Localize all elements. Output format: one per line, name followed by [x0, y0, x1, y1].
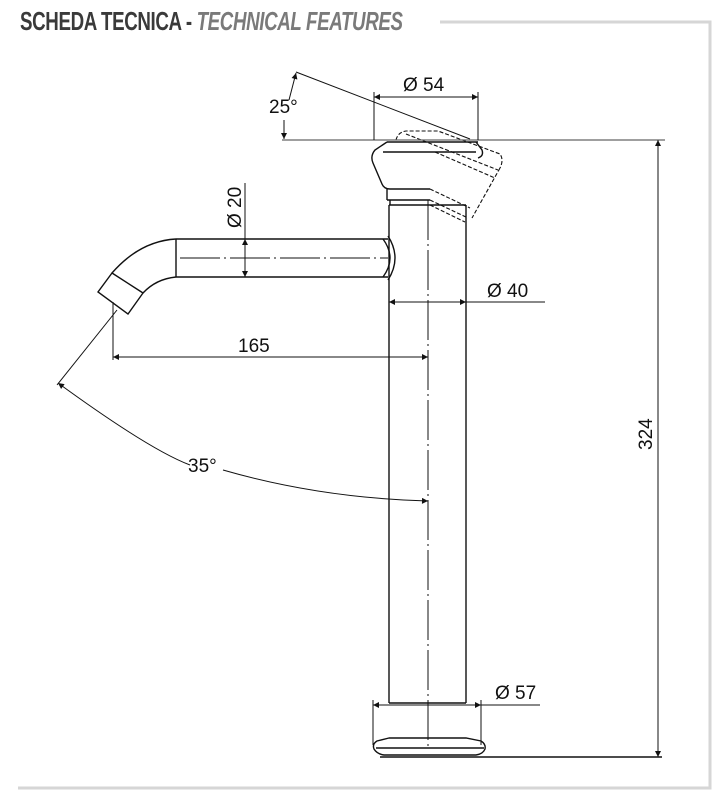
frame-border	[18, 20, 712, 790]
base	[372, 702, 486, 758]
dim-swivel-angle: 35°	[188, 456, 217, 477]
spout	[97, 235, 396, 315]
title-sub: TECHNICAL FEATURES	[196, 6, 403, 36]
page-title: SCHEDA TECNICA - TECHNICAL FEATURES	[20, 6, 403, 36]
dimension-lines	[56, 71, 665, 758]
dim-lever-angle: 25°	[269, 97, 298, 118]
lever-tilted-ghost	[395, 130, 503, 223]
title-main: SCHEDA TECNICA	[20, 6, 182, 36]
lever-handle	[371, 141, 484, 205]
dim-body-diameter: Ø 40	[487, 281, 528, 302]
title-separator: -	[181, 6, 197, 36]
dim-spout-diameter: Ø 20	[225, 187, 246, 228]
dim-lever-diameter: Ø 54	[403, 75, 445, 96]
dim-total-height: 324	[636, 418, 657, 450]
dim-base-diameter: Ø 57	[495, 683, 536, 704]
dim-spout-reach: 165	[238, 336, 270, 357]
